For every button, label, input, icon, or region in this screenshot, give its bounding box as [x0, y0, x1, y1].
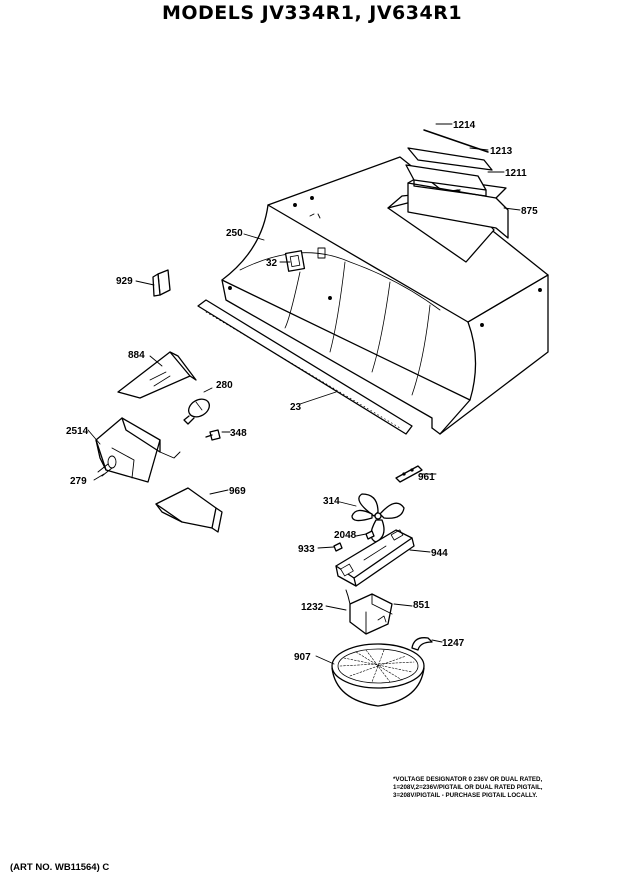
motor-bracket-944: [335, 529, 415, 587]
voltage-note-line-1: *VOLTAGE DESIGNATOR 0 236V OR DUAL RATED…: [393, 776, 543, 783]
part-label-1211: 1211: [505, 168, 527, 179]
part-label-1214: 1214: [453, 120, 476, 131]
part-label-961: 961: [418, 472, 435, 483]
part-label-1213: 1213: [490, 146, 513, 157]
part-label-875: 875: [521, 206, 538, 217]
cover-969: [155, 487, 223, 533]
page-title: MODELS JV334R1, JV634R1: [161, 2, 463, 24]
voltage-note-line-2: 1=208V,2=236V/PIGTAIL OR DUAL RATED PIGT…: [393, 784, 543, 791]
clip-1247: [411, 637, 433, 651]
bracket-961: [395, 465, 423, 483]
art-number: (ART NO. WB11564) C: [10, 862, 110, 873]
part-label-314: 314: [323, 496, 340, 507]
part-label-933: 933: [298, 544, 315, 555]
trim-strip-23: [197, 299, 413, 435]
socket-348: [205, 429, 221, 441]
hood-body: [221, 156, 549, 435]
grease-filter-907: [331, 643, 425, 707]
part-label-348: 348: [230, 428, 247, 439]
part-labels: 1214 1213 1211 875 250 32 929 884 280 23…: [66, 120, 538, 663]
part-label-1232: 1232: [301, 602, 324, 613]
part-label-23: 23: [290, 402, 302, 413]
part-label-944: 944: [431, 548, 448, 559]
part-label-907: 907: [294, 652, 311, 663]
rod-1214: [423, 129, 489, 153]
lamp-280: [183, 398, 210, 425]
part-label-280: 280: [216, 380, 233, 391]
clip-2048: [365, 530, 375, 540]
part-label-2514: 2514: [66, 426, 89, 437]
switch-929: [152, 269, 171, 297]
voltage-note: *VOLTAGE DESIGNATOR 0 236V OR DUAL RATED…: [393, 776, 618, 800]
part-label-969: 969: [229, 486, 246, 497]
part-label-2048: 2048: [334, 530, 357, 541]
part-label-851: 851: [413, 600, 430, 611]
motor-851: [345, 589, 393, 635]
bracket-884: [117, 351, 197, 399]
damper-plate-1213: [407, 147, 493, 171]
part-label-1247: 1247: [442, 638, 465, 649]
cutout-32: [284, 250, 306, 272]
part-label-32: 32: [266, 258, 278, 269]
damper-1211: [405, 164, 487, 197]
part-label-884: 884: [128, 350, 145, 361]
part-label-279: 279: [70, 476, 87, 487]
part-label-250: 250: [226, 228, 243, 239]
voltage-note-line-3: 3=208V/PIGTAIL - PURCHASE PIGTAIL LOCALL…: [393, 792, 538, 799]
leader-lines: [87, 123, 521, 665]
part-label-929: 929: [116, 276, 133, 287]
housing-2514: [95, 417, 181, 483]
nut-933: [333, 542, 343, 552]
